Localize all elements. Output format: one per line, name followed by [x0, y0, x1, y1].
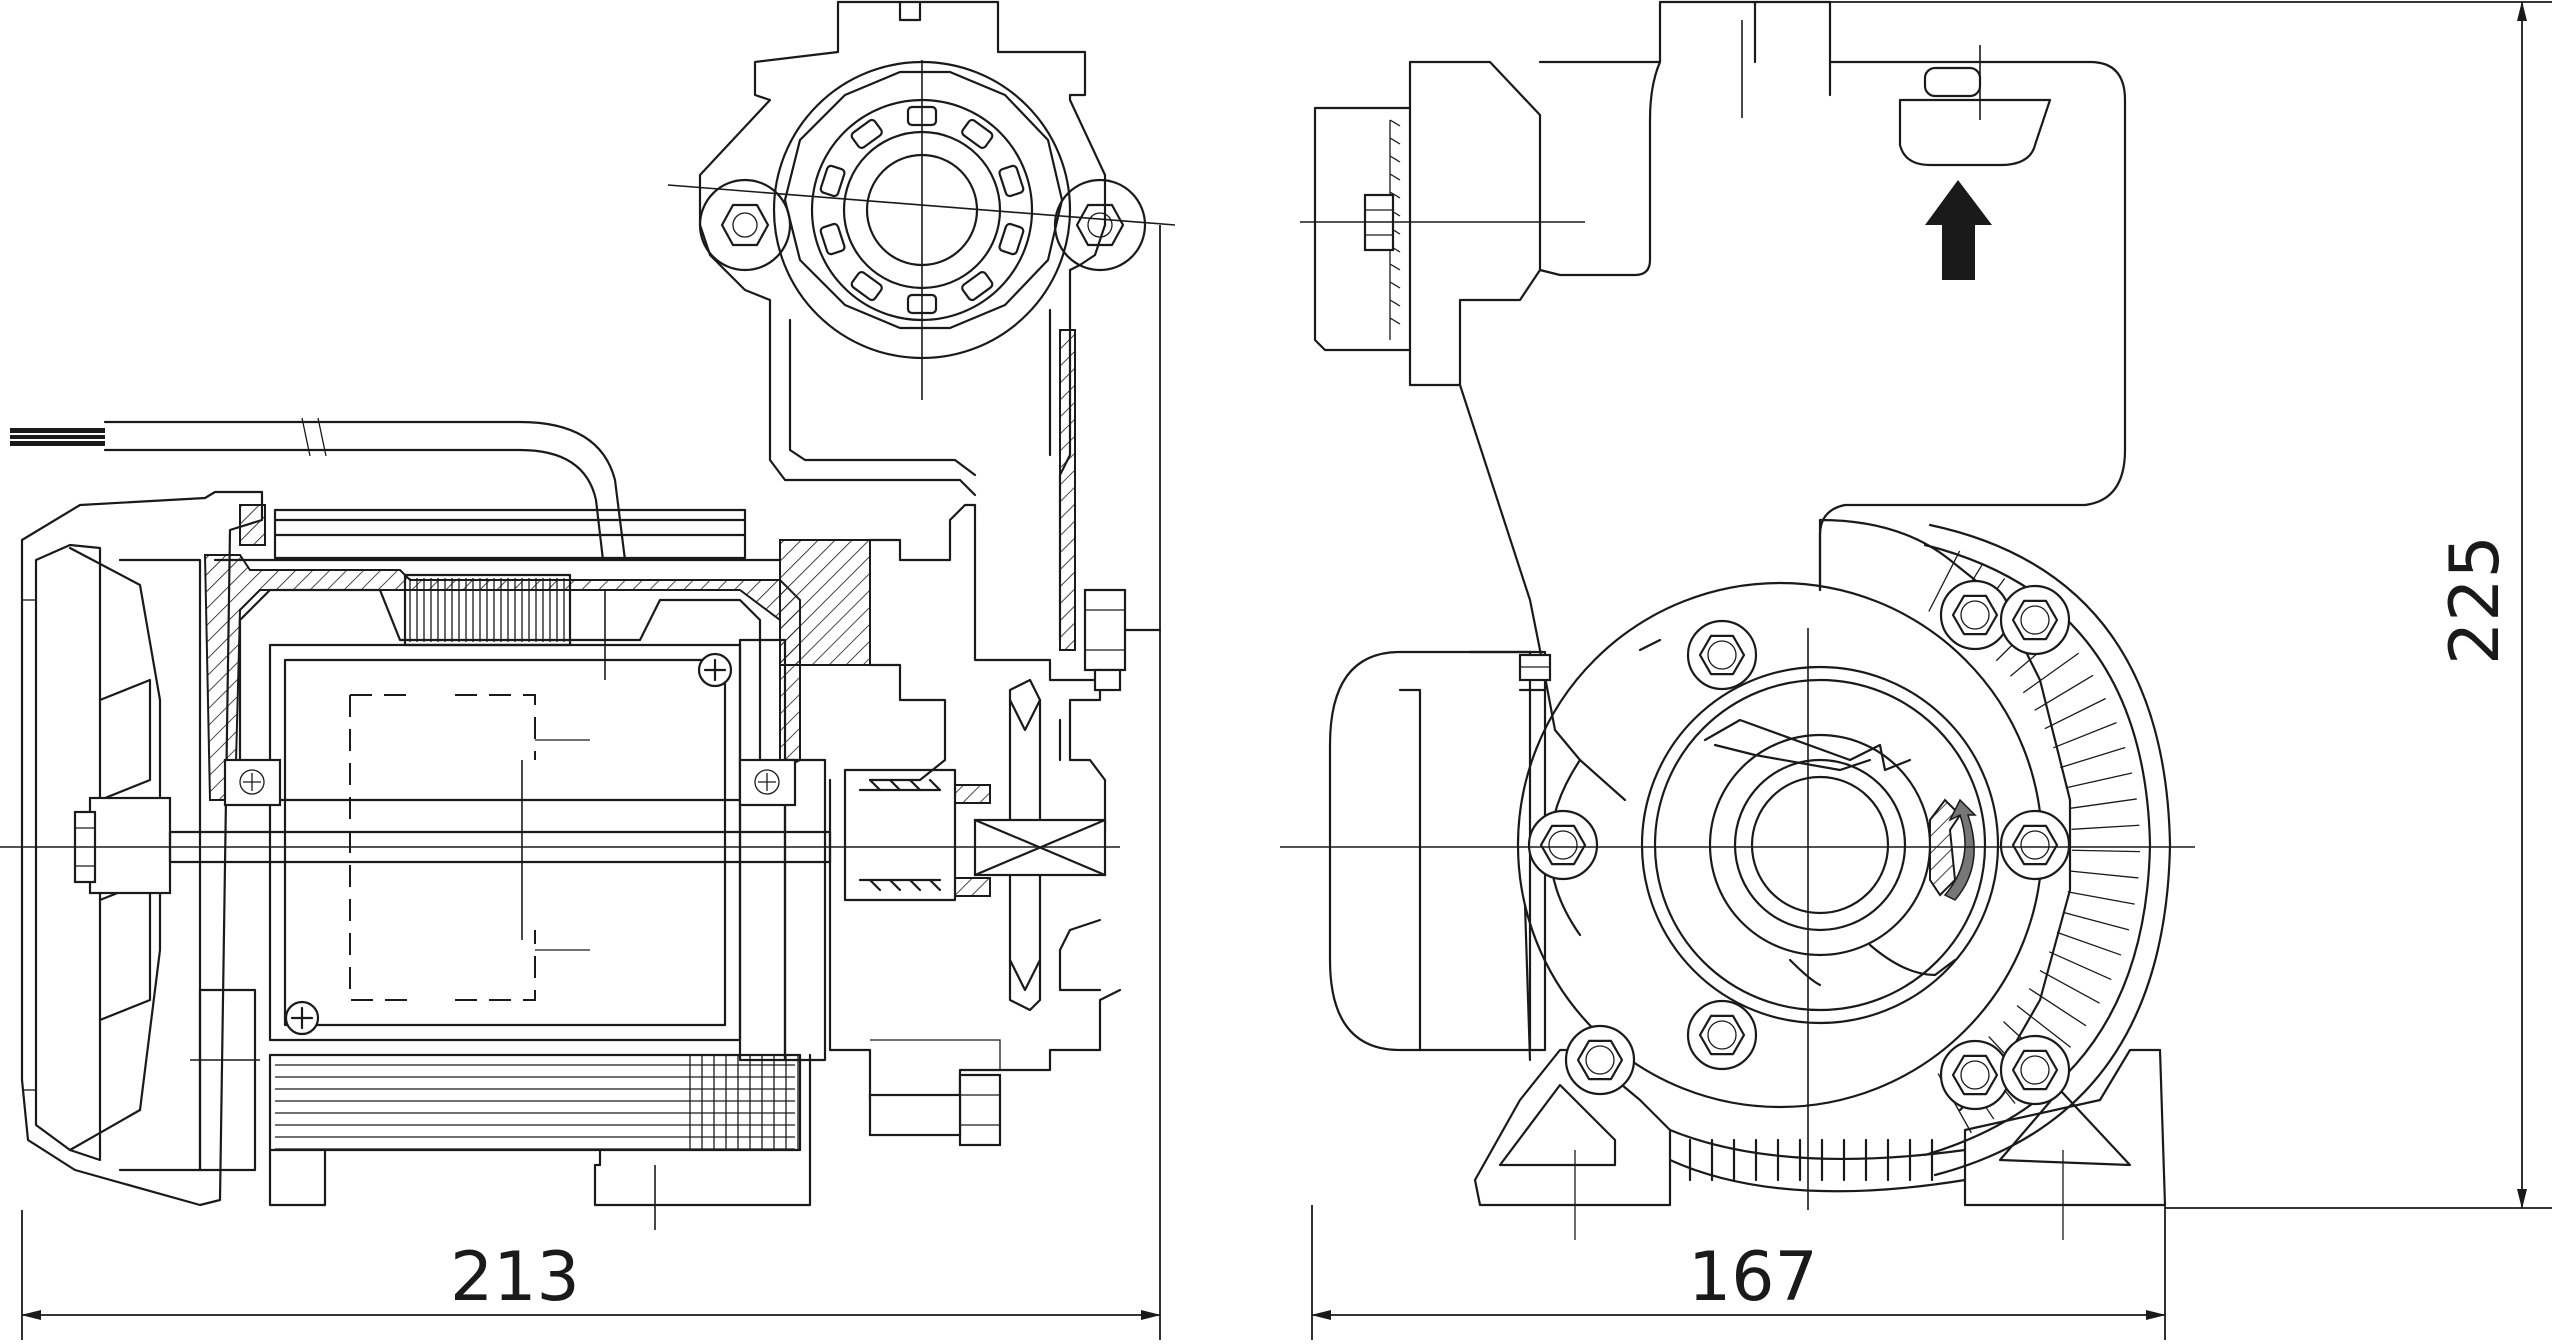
flow-direction-arrow	[1925, 180, 1992, 280]
side-section-view	[0, 0, 1176, 1230]
flange-rib	[819, 164, 846, 198]
pump-casing-section	[828, 503, 1122, 1102]
rotation-arrow	[1943, 798, 1977, 901]
terminal-rib	[1389, 191, 1401, 199]
casing-bolt	[1083, 588, 1162, 692]
motor-cylinder	[1328, 650, 1552, 1052]
flange-rib	[961, 271, 994, 302]
hex-bolt	[1999, 809, 2071, 881]
foot-left	[1473, 1048, 1672, 1240]
mechanical-seal	[843, 768, 991, 902]
stator-windings	[403, 573, 572, 647]
discharge-throat-section	[1059, 329, 1076, 651]
flange-rib	[961, 118, 994, 149]
hex-bolt	[1527, 809, 1599, 881]
terminal-rib	[1389, 173, 1401, 181]
bearing-left	[223, 758, 282, 807]
impeller	[973, 678, 1107, 1012]
bearing-right	[738, 758, 797, 807]
volute-rib	[2034, 674, 2094, 711]
hex-bolt	[1686, 999, 1758, 1071]
screw-top-right	[697, 652, 733, 688]
hex-bolt	[1999, 584, 2071, 656]
motor-housing	[203, 504, 871, 801]
terminal-rib	[1389, 281, 1401, 289]
flange-rib	[998, 222, 1025, 256]
terminal-rib	[1389, 299, 1401, 307]
volute-rib	[2070, 870, 2139, 879]
volute-rib	[2016, 1005, 2072, 1048]
screw-bottom-left	[284, 1000, 320, 1036]
terminal-rib	[1389, 137, 1401, 145]
dimension-side-width: 213	[450, 1238, 580, 1317]
flange-rib	[819, 222, 846, 256]
volute-rib	[2053, 721, 2117, 749]
volute-rib	[2056, 931, 2122, 956]
stator-body	[238, 588, 827, 1062]
hex-bolt	[1999, 1034, 2071, 1106]
volute-rib	[2044, 697, 2106, 730]
hex-bolt	[1686, 619, 1758, 691]
volute-rib	[2067, 891, 2135, 905]
volute-rib	[2022, 652, 2079, 694]
flange-rib	[998, 164, 1025, 198]
volute-rib	[2063, 911, 2130, 931]
suction-flange	[1640, 665, 2000, 1025]
flange-rib	[850, 118, 883, 149]
dimension-height: 225	[2436, 535, 2515, 665]
terminal-rib	[1389, 317, 1401, 325]
dimension-lines	[21, 1, 2552, 1340]
fan-hub	[73, 796, 832, 895]
volute-rib	[2048, 951, 2112, 981]
terminal-rib	[1389, 263, 1401, 271]
volute-rib	[2065, 772, 2133, 789]
pump-body	[1458, 0, 2127, 802]
hex-bolt	[1939, 579, 2011, 651]
volute-rib	[2060, 746, 2126, 769]
bottom-ribs	[1668, 1128, 1967, 1193]
mount-bolt	[868, 1073, 1002, 1147]
volute-rib	[1928, 550, 1961, 612]
terminal-rib	[1389, 155, 1401, 163]
hex-bolt	[1939, 1039, 2011, 1111]
volute-rib	[2028, 988, 2087, 1027]
volute-rib	[2069, 798, 2137, 810]
volute-rib	[2071, 849, 2140, 853]
dimension-front-width: 167	[1688, 1238, 1818, 1317]
power-cable	[10, 417, 627, 562]
volute-rib	[2071, 824, 2140, 830]
flange-rib	[850, 271, 883, 302]
flange-bolts	[1527, 579, 2071, 1111]
front-view	[1280, 0, 2195, 1240]
terminal-box	[1313, 60, 1542, 387]
stator-lower-fins	[198, 988, 812, 1207]
hex-bolt	[1564, 1024, 1636, 1096]
volute-rib	[2039, 970, 2100, 1004]
terminal-rib	[1389, 119, 1401, 127]
